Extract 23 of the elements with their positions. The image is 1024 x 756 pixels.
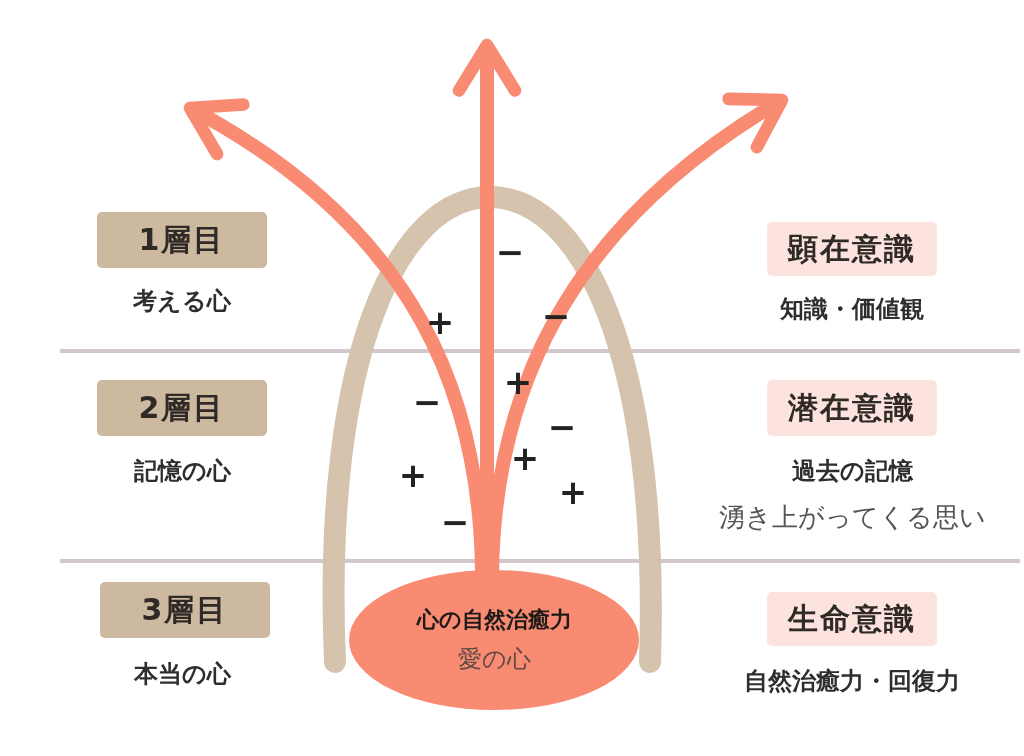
ellipse-text: 心の自然治癒力 — [416, 606, 572, 634]
ellipse-text: 愛の心 — [457, 644, 531, 675]
charge-sign: − — [440, 505, 470, 539]
layer-badge: 3層目 — [100, 582, 270, 638]
charge-sign: + — [510, 441, 540, 475]
charge-sign: + — [425, 305, 455, 339]
layer-badge: 2層目 — [97, 380, 267, 436]
description-text: 考える心 — [133, 286, 231, 317]
consciousness-badge: 潜在意識 — [767, 380, 937, 436]
charge-sign: + — [398, 458, 428, 492]
description-text: 記憶の心 — [133, 456, 231, 487]
consciousness-badge: 顕在意識 — [767, 222, 937, 276]
description-text: 湧き上がってくる思い — [718, 501, 986, 534]
charge-sign: + — [558, 475, 588, 509]
description-text: 本当の心 — [133, 659, 231, 690]
consciousness-badge: 生命意識 — [767, 592, 937, 646]
description-text: 自然治癒力・回復力 — [744, 666, 960, 697]
charge-sign: − — [547, 410, 577, 444]
layer-badge: 1層目 — [97, 212, 267, 268]
charge-sign: − — [412, 385, 442, 419]
description-text: 知識・価値観 — [780, 294, 924, 325]
charge-sign: − — [495, 235, 525, 269]
description-text: 過去の記憶 — [791, 456, 913, 487]
